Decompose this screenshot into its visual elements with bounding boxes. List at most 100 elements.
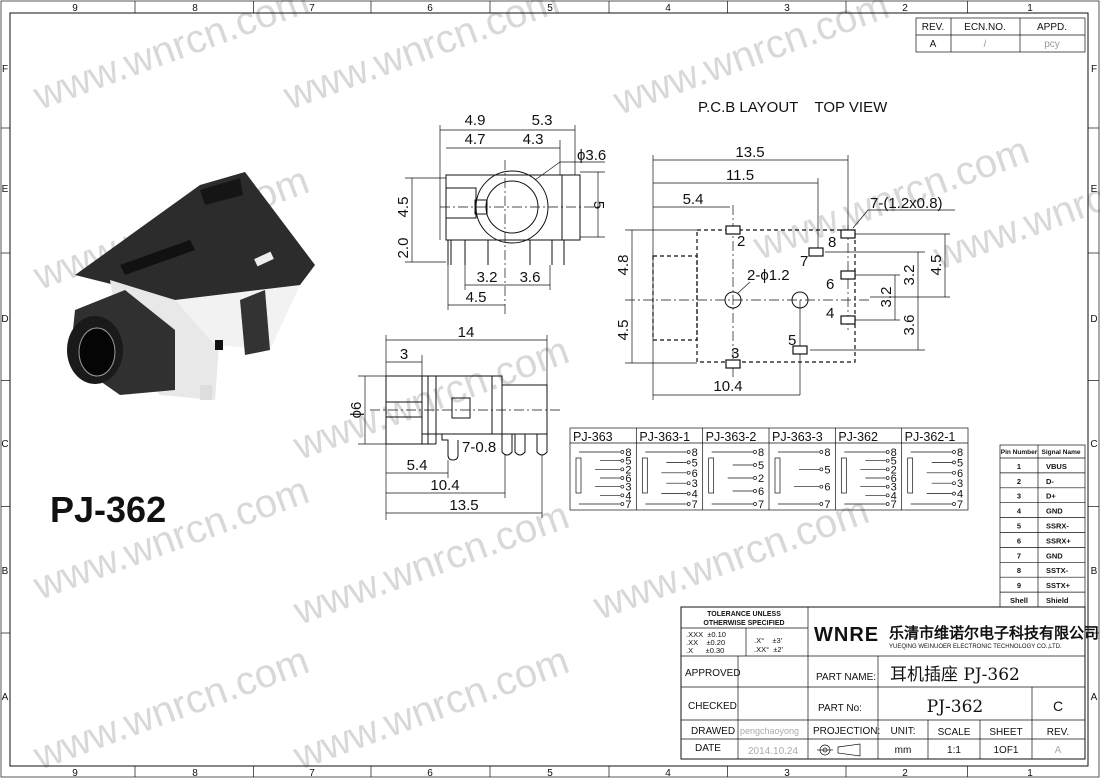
dim-label: 3.2: [901, 265, 918, 286]
zone-row-label: E: [2, 184, 9, 195]
dim-label: 3.2: [878, 287, 895, 308]
terminal-icon: [686, 491, 691, 496]
schematic-name: PJ-363-2: [706, 430, 757, 444]
zone-row-label: D: [1090, 314, 1097, 325]
terminal-icon: [885, 458, 890, 463]
zone-column-label: 4: [665, 768, 671, 778]
dim-label: 4.7: [465, 131, 486, 148]
pin-number: 2: [891, 464, 897, 476]
zone-column-label: 7: [309, 3, 315, 14]
sheet-value: 1OF1: [993, 745, 1018, 756]
zone-column-label: 4: [665, 3, 671, 14]
zone-row-label: F: [1091, 64, 1097, 75]
ecn-value: /: [984, 39, 987, 50]
watermark: www.wnrcn.com: [277, 0, 565, 119]
terminal-icon: [753, 476, 757, 480]
pin-number: 6: [824, 482, 830, 494]
zone-row-label: C: [1090, 439, 1097, 450]
terminal-icon: [952, 450, 956, 454]
checked-label: CHECKED: [688, 701, 737, 712]
terminal-icon: [952, 481, 956, 486]
company-name-cn: 乐清市维诺尔电子科技有限公司: [889, 624, 1099, 642]
terminal-icon: [620, 450, 625, 454]
dim-label: 13.5: [735, 144, 764, 161]
pin-number: 7: [891, 499, 897, 511]
pin-number-cell: 5: [1017, 522, 1021, 531]
dim-label: ϕ3.6: [577, 147, 606, 164]
pin-number: 7: [625, 499, 631, 511]
pin-number-cell: 3: [1017, 492, 1021, 501]
pin-number: 4: [625, 490, 631, 502]
pad-label: 5: [788, 332, 796, 349]
pin-number-cell: 2: [1017, 477, 1021, 486]
pin-number: 8: [758, 447, 764, 459]
zone-row-label: A: [1091, 692, 1098, 703]
jack-sleeve-icon: [907, 457, 914, 494]
appd-value: pcy: [1044, 39, 1060, 50]
zone-column-label: 8: [192, 768, 198, 778]
dim-label: 5: [590, 201, 607, 209]
dim-label: ϕ6: [348, 402, 365, 419]
pin-number-cell: 8: [1017, 566, 1021, 575]
terminal-icon: [686, 470, 691, 475]
terminal-icon: [620, 493, 625, 498]
rev-label: REV.: [1047, 727, 1069, 738]
part-no-value: PJ-362: [927, 697, 983, 717]
zone-column-label: 2: [902, 3, 908, 14]
pin-number: 7: [692, 499, 698, 511]
pin-number: 6: [692, 468, 698, 480]
pin-number: 8: [891, 447, 897, 459]
terminal-icon: [686, 502, 691, 506]
terminal-icon: [885, 484, 890, 489]
terminal-icon: [620, 458, 625, 463]
pin-number-header: Pin Number: [1001, 449, 1038, 456]
rev-value: A: [1055, 745, 1062, 756]
dim-label: 2.0: [395, 238, 412, 259]
terminal-icon: [620, 467, 625, 472]
part-rev: C: [1053, 698, 1063, 714]
pin-number: 3: [957, 478, 963, 490]
watermark: www.wnrcn.com: [287, 493, 575, 634]
angle-tolerance: .XX° ±2': [754, 645, 784, 654]
terminal-icon: [753, 502, 757, 506]
zone-column-label: 3: [784, 3, 790, 14]
watermark: www.wnrcn.com: [287, 328, 575, 469]
product-photo: [67, 172, 315, 400]
dim-label: 2-ϕ1.2: [747, 267, 790, 284]
terminal-icon: [686, 450, 691, 454]
part-name-value: 耳机插座 PJ-362: [890, 665, 1020, 685]
pin-number: 8: [824, 447, 830, 459]
drawed-label: DRAWED: [691, 726, 735, 737]
signal-name-cell: D-: [1046, 477, 1054, 486]
zone-row-label: D: [1, 314, 8, 325]
zone-row-label: B: [1091, 566, 1098, 577]
unit-value: mm: [895, 745, 912, 756]
schematic-name: PJ-363: [573, 430, 613, 444]
schematics-table: PJ-3638526347PJ-363-1856347PJ-363-285267…: [569, 427, 969, 511]
ecn-header: ECN.NO.: [964, 22, 1006, 33]
drawed-value: pengchaoyong: [740, 726, 799, 736]
pin-number: 7: [758, 499, 764, 511]
zone-column-label: 1: [1027, 3, 1033, 14]
dim-label: 7-(1.2x0.8): [870, 195, 943, 212]
pin-number: 3: [891, 482, 897, 494]
pad-label: 3: [731, 345, 739, 362]
zone-column-label: 1: [1027, 768, 1033, 778]
side-view: 14 3 ϕ6 7-0.8 5.4 10.4 13.5: [348, 324, 560, 520]
signal-name-cell: D+: [1046, 492, 1056, 501]
signal-name-cell: SSRX+: [1046, 536, 1071, 545]
tolerance-title: OTHERWISE SPECIFIED: [703, 620, 784, 627]
dim-label: 3.2: [477, 269, 498, 286]
jack-sleeve-icon: [840, 457, 847, 494]
zone-row-label: A: [2, 692, 9, 703]
pin-number: 2: [758, 473, 764, 485]
part-name-label: PART NAME:: [816, 672, 876, 683]
terminal-icon: [686, 481, 691, 486]
terminal-icon: [885, 493, 890, 498]
signal-name-cell: SSRX-: [1046, 522, 1069, 531]
signal-name-cell: SSTX-: [1046, 566, 1069, 575]
pin-number: 5: [758, 460, 764, 472]
zone-column-label: 3: [784, 768, 790, 778]
